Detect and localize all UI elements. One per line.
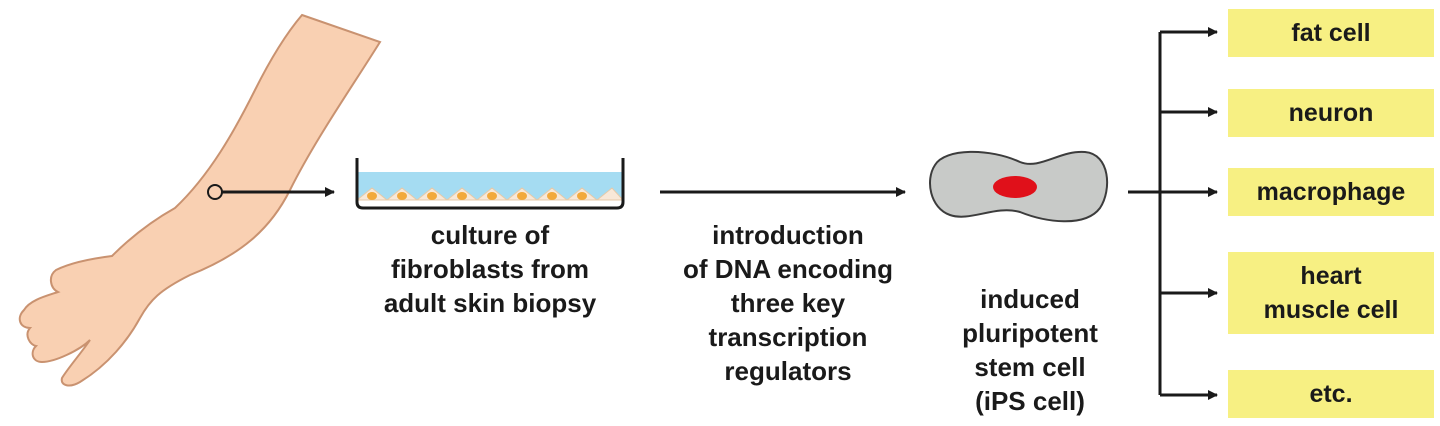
culture-caption-line: culture of xyxy=(430,220,550,250)
cell-nucleus xyxy=(993,176,1037,198)
cell-type-label: muscle cell xyxy=(1263,296,1399,324)
ips-caption-line: (iPS cell) xyxy=(975,386,1085,416)
biopsy-site-marker xyxy=(207,184,223,200)
fibroblast-cell xyxy=(367,192,377,200)
fibroblast-cell xyxy=(427,192,437,200)
arm-icon xyxy=(18,13,382,387)
culture-caption: culture of fibroblasts from adult skin b… xyxy=(350,218,630,320)
fibroblast-cell xyxy=(457,192,467,200)
cell-type-label: neuron xyxy=(1288,99,1374,127)
fibroblast-cell xyxy=(397,192,407,200)
stem-cell-icon xyxy=(929,150,1109,223)
dish-outline xyxy=(355,158,625,210)
fibroblast-cell xyxy=(487,192,497,200)
introduction-caption-line: introduction xyxy=(712,220,864,250)
macrophage-box: macrophage xyxy=(1228,168,1434,216)
introduction-caption: introduction of DNA encoding three key t… xyxy=(648,218,928,388)
introduction-caption-line: three key xyxy=(730,288,846,318)
culture-caption-line: fibroblasts from xyxy=(391,254,589,284)
fibroblast-cell xyxy=(517,192,527,200)
introduction-caption-line: transcription xyxy=(708,322,868,352)
introduction-caption-line: of DNA encoding xyxy=(683,254,893,284)
fibroblast-cell xyxy=(547,192,557,200)
ips-caption-line: stem cell xyxy=(974,352,1086,382)
fat-cell-box: fat cell xyxy=(1228,9,1434,57)
arm-shape xyxy=(18,13,382,387)
fibroblast-cell xyxy=(577,192,587,200)
ips-caption: induced pluripotent stem cell (iPS cell) xyxy=(920,282,1140,418)
differentiation-arrows xyxy=(1128,27,1218,400)
cell-type-label: fat cell xyxy=(1291,19,1371,47)
neuron-box: neuron xyxy=(1228,89,1434,137)
ips-caption-line: pluripotent xyxy=(962,318,1098,348)
fibroblast-cells xyxy=(367,192,587,200)
introduction-caption-line: regulators xyxy=(724,356,852,386)
cell-type-label: macrophage xyxy=(1256,178,1406,206)
ips-caption-line: induced xyxy=(980,284,1080,314)
etc-box: etc. xyxy=(1228,370,1434,418)
heart-muscle-cell-box: heart muscle cell xyxy=(1228,252,1434,334)
cell-type-label: etc. xyxy=(1309,380,1353,408)
petri-dish-icon xyxy=(355,158,625,210)
cell-type-label: heart xyxy=(1300,262,1362,290)
culture-caption-line: adult skin biopsy xyxy=(383,288,597,318)
